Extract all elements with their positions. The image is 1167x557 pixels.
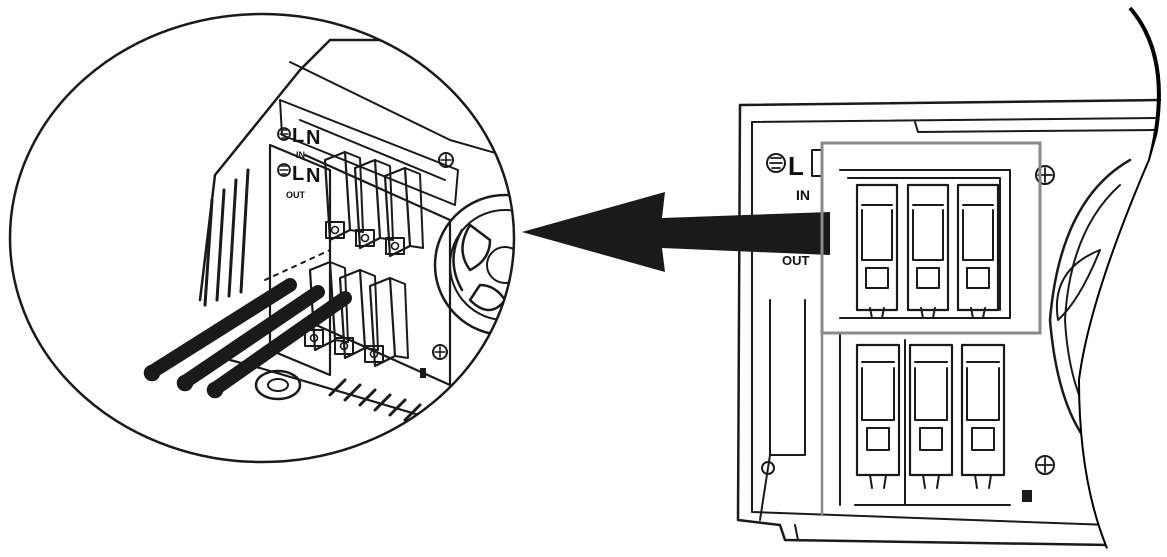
- terminal-clamp: [383, 166, 424, 258]
- screw-head-icon: [438, 152, 454, 168]
- terminal-clamp: [364, 276, 409, 368]
- zoom-label-l-in: L: [292, 125, 304, 147]
- wire-bundle: [143, 278, 352, 399]
- screw-head-icon: [1035, 455, 1055, 475]
- ground-symbol-icon: [766, 153, 786, 173]
- screw-head-icon: [1035, 165, 1055, 185]
- zoom-detail-content: L N IN L N OUT: [143, 38, 514, 432]
- device-label-in: IN: [796, 187, 810, 203]
- zoom-label-out: OUT: [286, 190, 306, 200]
- device-label-out: OUT: [782, 253, 810, 268]
- screw-head-icon: [432, 344, 448, 360]
- device-panel: L IN OUT: [736, 6, 1167, 549]
- zoom-detail-circle: L N IN L N OUT: [8, 12, 516, 464]
- device-lower-terminal-row: [839, 334, 1011, 506]
- terminal-clamp: [908, 343, 954, 489]
- cooling-fins: [203, 168, 250, 307]
- device-label-l: L: [788, 151, 804, 181]
- zoom-upper-terminal-row: [323, 150, 424, 258]
- highlight-frame: [820, 141, 1042, 335]
- left-arrow-icon: [522, 192, 830, 272]
- terminal-clamp: [960, 343, 1006, 489]
- terminal-clamp: [855, 183, 899, 319]
- screw-head-icon: [761, 461, 775, 475]
- zoom-label-l-out: L: [292, 163, 304, 185]
- zoom-label-n-in: N: [306, 127, 320, 149]
- terminal-clamp: [956, 183, 1000, 319]
- cable-gland: [254, 369, 302, 401]
- terminal-clamp: [855, 343, 901, 489]
- ground-symbol-icon: [277, 163, 291, 177]
- device-upper-terminal-row: [839, 169, 1011, 319]
- terminal-clamp: [906, 183, 950, 319]
- ground-symbol-icon: [277, 127, 291, 141]
- zoom-label-in: IN: [296, 150, 305, 160]
- zoom-label-n-out: N: [306, 165, 320, 187]
